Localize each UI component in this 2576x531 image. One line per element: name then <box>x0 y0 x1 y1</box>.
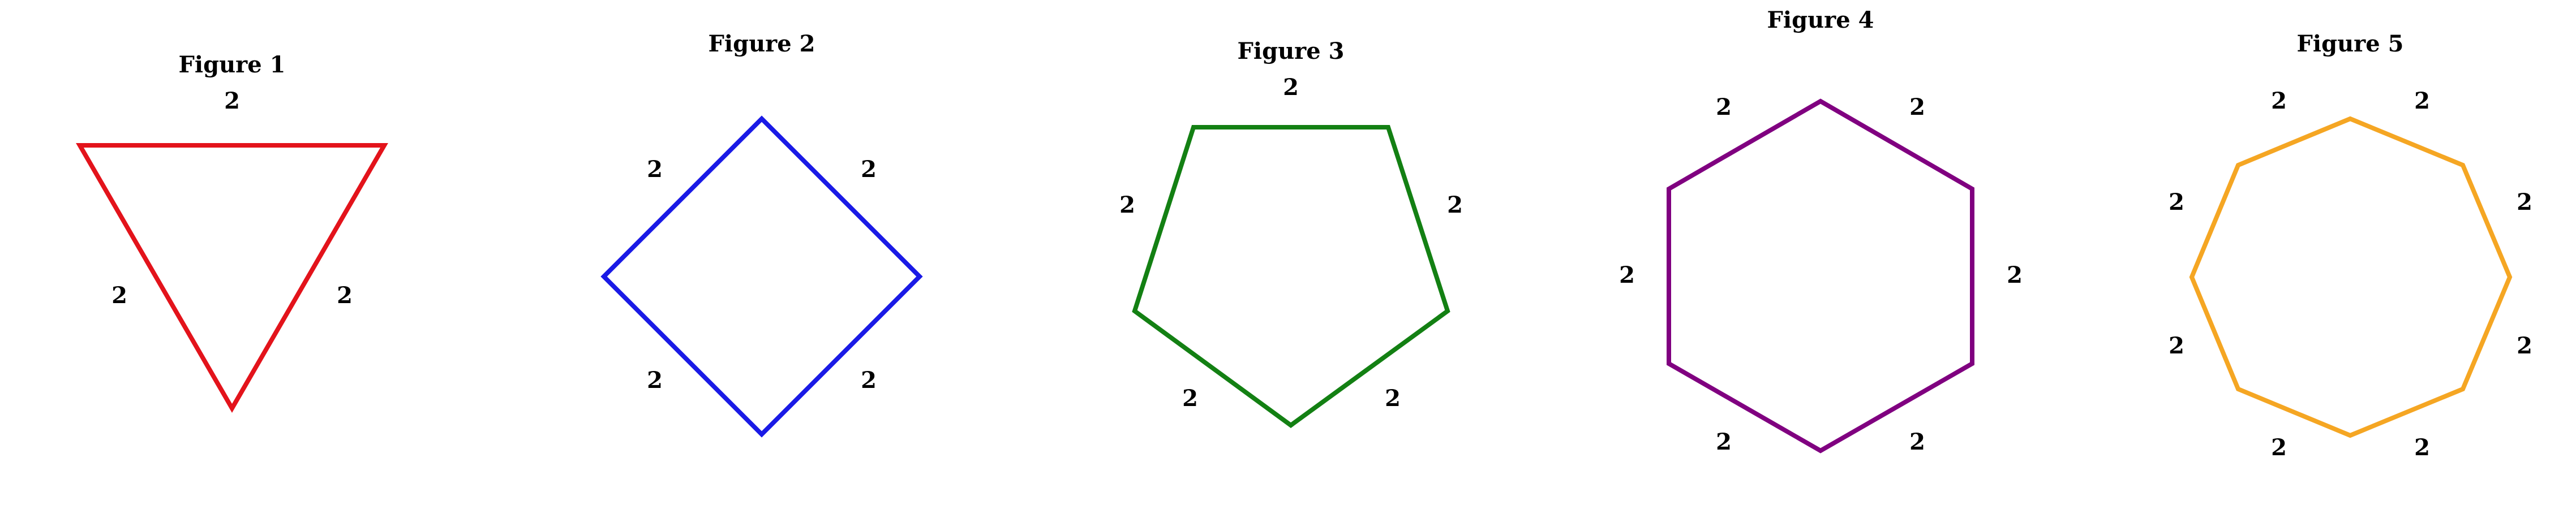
figure-4-side-label-top-right: 2 <box>1909 94 1925 120</box>
figure-5-side-label-top-left: 2 <box>2271 88 2287 114</box>
figure-5-side-label-top-right: 2 <box>2414 88 2430 114</box>
figure-3: Figure 3 2 2 2 2 2 <box>1119 38 1463 428</box>
figure-4-side-label-bottom-right: 2 <box>1909 429 1925 455</box>
figure-2-side-label-bottom-left: 2 <box>647 367 663 394</box>
figure-4-hexagon <box>1667 98 1974 454</box>
figure-2-side-label-top-left: 2 <box>647 156 663 183</box>
figure-1-title: Figure 1 <box>179 51 286 78</box>
figure-4-title: Figure 4 <box>1767 7 1874 33</box>
figure-2-side-label-bottom-right: 2 <box>861 367 877 394</box>
figure-2-square <box>600 115 923 438</box>
figure-1: Figure 1 2 2 2 <box>76 51 388 413</box>
figure-2-title: Figure 2 <box>709 31 815 57</box>
figure-1-side-label-right: 2 <box>337 282 353 309</box>
figure-1-side-label-left: 2 <box>111 282 127 309</box>
figure-1-side-label-top: 2 <box>224 88 240 114</box>
figure-5-side-label-left-upper: 2 <box>2169 189 2184 215</box>
figure-5-side-label-bottom-left: 2 <box>2271 434 2287 461</box>
figure-3-side-label-top: 2 <box>1283 74 1299 101</box>
figure-3-pentagon <box>1132 125 1450 428</box>
figure-4-side-label-left: 2 <box>1619 262 1635 288</box>
figure-5-side-label-right-upper: 2 <box>2517 189 2532 215</box>
figure-2-side-label-top-right: 2 <box>861 156 877 183</box>
figure-4-side-label-right: 2 <box>2007 262 2023 288</box>
figure-3-title: Figure 3 <box>1238 38 1345 64</box>
figure-5: Figure 5 2 2 2 2 2 2 2 2 <box>2169 31 2532 461</box>
figure-5-side-label-right-lower: 2 <box>2517 333 2532 359</box>
figure-5-octagon <box>2189 116 2513 438</box>
figure-5-side-label-bottom-right: 2 <box>2414 434 2430 461</box>
figure-3-side-label-bottom-right: 2 <box>1385 385 1401 412</box>
figure-3-side-label-right: 2 <box>1447 192 1463 218</box>
figure-3-side-label-bottom-left: 2 <box>1182 385 1198 412</box>
figure-4-side-label-bottom-left: 2 <box>1716 429 1732 455</box>
figure-2: Figure 2 2 2 2 2 <box>600 31 923 438</box>
figure-5-title: Figure 5 <box>2297 31 2404 57</box>
figure-4: Figure 4 2 2 2 2 2 2 <box>1619 7 2023 455</box>
figure-4-side-label-top-left: 2 <box>1716 94 1732 120</box>
figure-5-side-label-left-lower: 2 <box>2169 333 2184 359</box>
figure-3-side-label-left: 2 <box>1119 192 1135 218</box>
figure-1-triangle <box>76 143 388 413</box>
